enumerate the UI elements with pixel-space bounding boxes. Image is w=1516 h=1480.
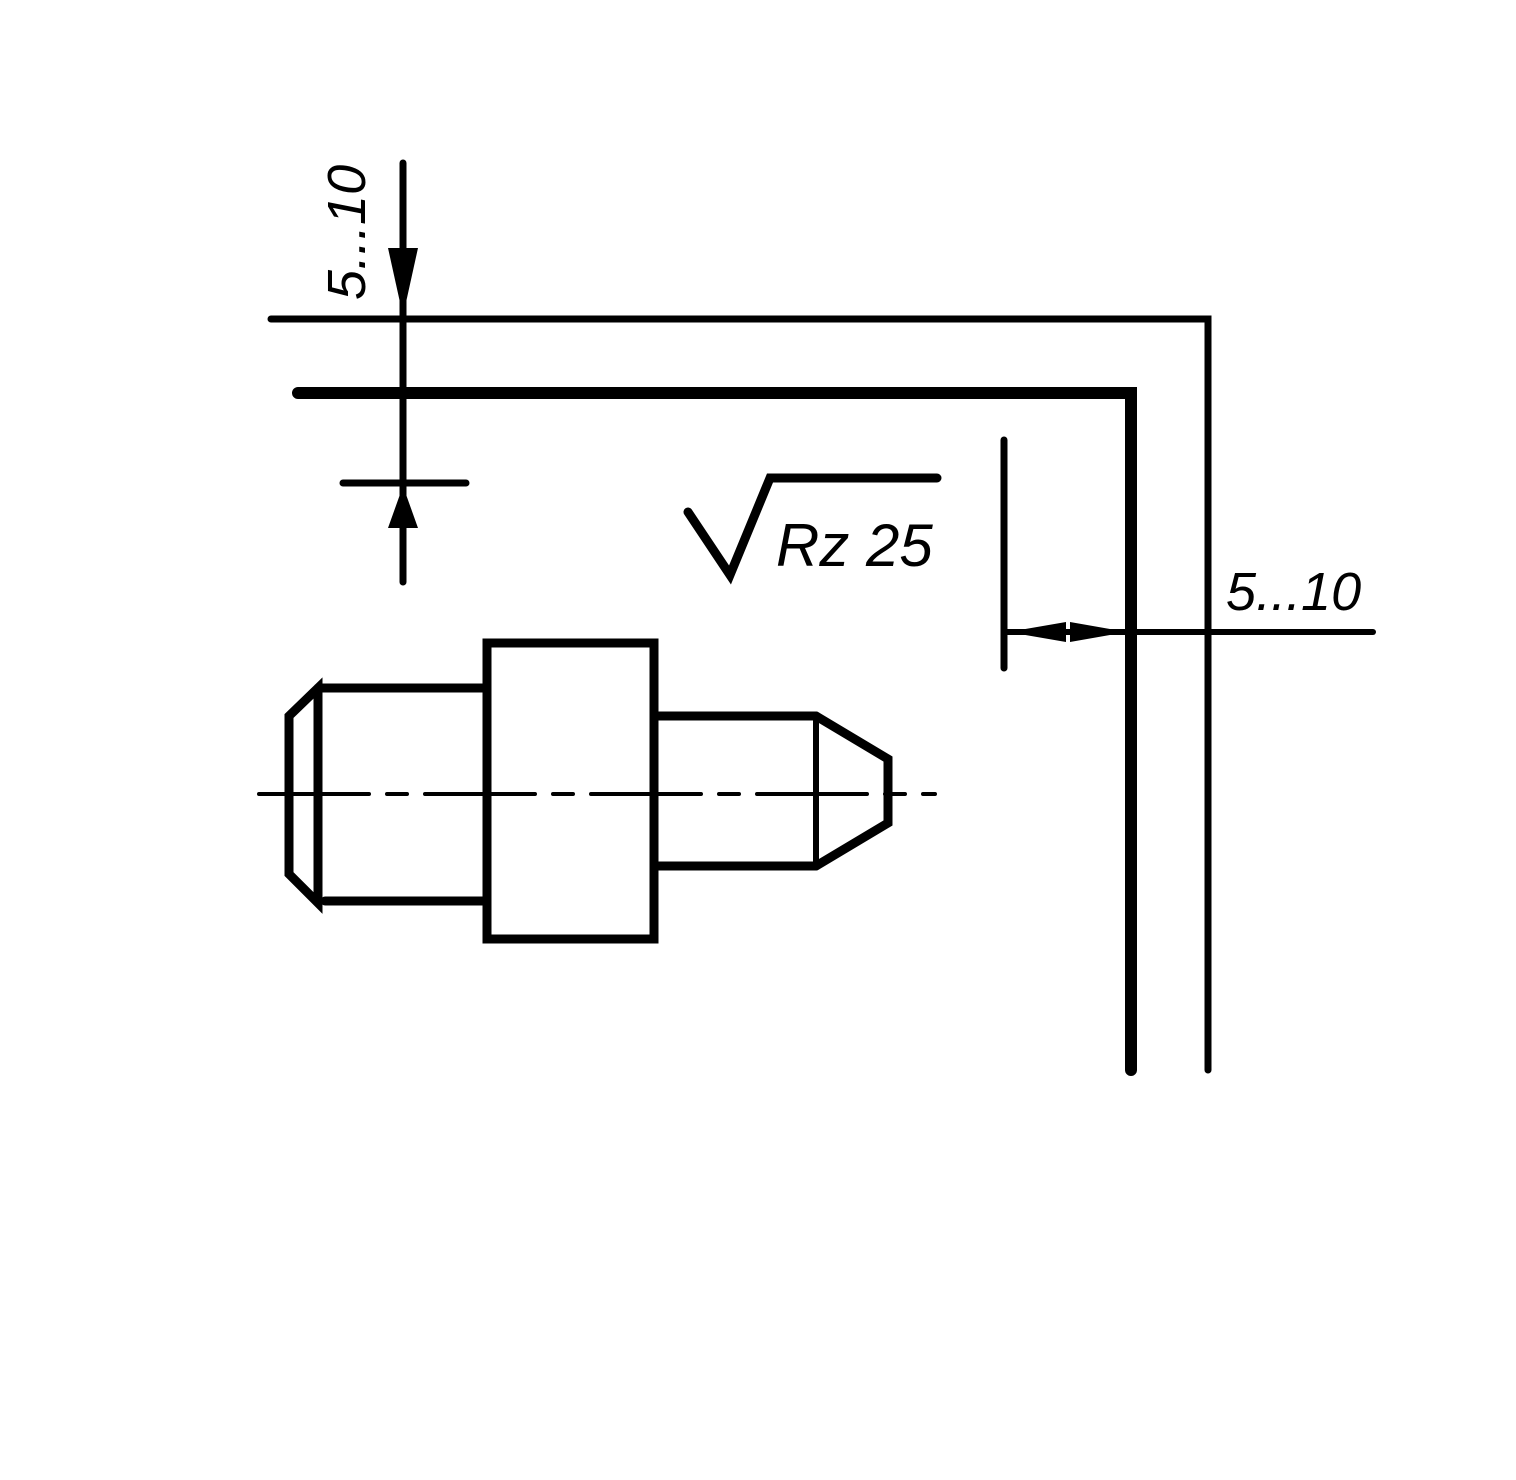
part-left-cylinder [313,683,492,906]
part-right-cylinder [649,711,821,871]
roughness-symbol [683,473,942,585]
part-central-collar [482,638,659,944]
horizontal-dimension-arrow-left [1008,622,1066,642]
roughness-label: Rz 25 [776,512,933,579]
vertical-dimension-arrow-down [388,248,418,316]
part-conical-tip [811,711,893,871]
outer-frame-line [267,315,1212,1074]
vertical-dimension-arrow-up [388,486,418,528]
vertical-dimension-label: 5...10 [317,165,377,300]
inner-frame-line [292,387,1137,1076]
horizontal-dimension-label: 5...10 [1226,562,1361,622]
horizontal-dimension-arrow-right [1070,622,1127,642]
